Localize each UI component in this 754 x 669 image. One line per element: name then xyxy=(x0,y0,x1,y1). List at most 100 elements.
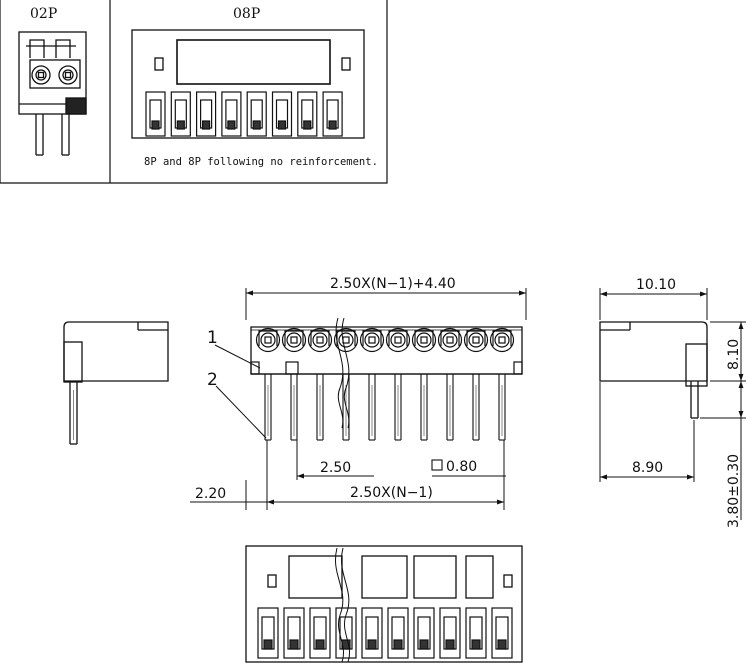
terminal-latch xyxy=(388,330,408,346)
terminal-opening-inner xyxy=(286,332,302,348)
slot-08p xyxy=(322,91,343,137)
terminal-latch xyxy=(492,330,512,346)
bottom-slot-contact xyxy=(471,639,481,650)
dim-total-width-label: 2.50X(N−1)+4.40 xyxy=(330,276,456,292)
dim-pin-square-label: 0.80 xyxy=(446,459,477,475)
connector-08p-view xyxy=(131,29,365,139)
bottom-slot xyxy=(439,607,461,659)
slot-08p xyxy=(297,91,318,137)
terminal-opening-inner xyxy=(312,332,328,348)
slot-08p-contact xyxy=(151,120,160,130)
bottom-slot xyxy=(491,607,513,659)
slot-08p xyxy=(170,91,191,137)
variant-panel xyxy=(0,0,388,184)
slot-08p xyxy=(221,91,242,137)
slot-08p-contact xyxy=(202,120,211,130)
slot-08p-contact xyxy=(252,120,261,130)
terminal-screw xyxy=(290,336,298,344)
terminal-screw xyxy=(368,336,376,344)
bottom-view xyxy=(245,545,523,663)
dim-edge-offset-label: 2.20 xyxy=(195,486,226,502)
slot-08p xyxy=(196,91,217,137)
terminal-screw xyxy=(316,336,324,344)
callout-1: 1 xyxy=(207,328,218,348)
terminal-screw xyxy=(264,336,272,344)
bottom-break-line xyxy=(335,547,350,663)
terminal-latch xyxy=(414,330,434,346)
bottom-slot-contact xyxy=(393,639,403,650)
dim-pin-length-label: 3.80±0.30 xyxy=(726,454,742,528)
terminal-opening xyxy=(385,327,411,353)
terminal-opening-inner xyxy=(260,332,276,348)
bottom-slot xyxy=(465,607,487,659)
bottom-slot-contact xyxy=(497,639,507,650)
terminal-screw xyxy=(394,336,402,344)
bottom-slot xyxy=(309,607,331,659)
bottom-view-slots xyxy=(257,607,513,659)
terminal-opening xyxy=(255,327,281,353)
terminal-opening xyxy=(307,327,333,353)
bottom-slot xyxy=(283,607,305,659)
terminal-opening xyxy=(333,327,359,353)
terminal-opening-inner xyxy=(442,332,458,348)
terminal-latch xyxy=(466,330,486,346)
terminal-opening-inner xyxy=(338,332,354,348)
front-break-line xyxy=(335,317,350,429)
terminal-latch xyxy=(440,330,460,346)
dim-total-width xyxy=(245,288,527,320)
left-side-view xyxy=(63,321,169,445)
dim-span xyxy=(190,440,505,510)
bottom-slot xyxy=(335,607,357,659)
square-symbol xyxy=(431,459,443,471)
terminal-opening-inner xyxy=(390,332,406,348)
connector-08p-slots xyxy=(145,91,343,137)
bottom-slot xyxy=(413,607,435,659)
callout-2: 2 xyxy=(207,370,218,390)
terminal-screw xyxy=(472,336,480,344)
bottom-slot xyxy=(257,607,279,659)
terminal-opening xyxy=(359,327,385,353)
right-side-view xyxy=(599,321,708,419)
terminal-screw xyxy=(420,336,428,344)
terminal-latch xyxy=(310,330,330,346)
bottom-slot-contact xyxy=(367,639,377,650)
connector-02p-view xyxy=(18,31,87,156)
dim-foot-depth-label: 8.90 xyxy=(632,460,663,476)
dim-right-depth xyxy=(599,288,708,320)
bottom-slot-contact xyxy=(315,639,325,650)
dim-right-pin-length xyxy=(700,381,746,520)
slot-08p-contact xyxy=(227,120,236,130)
terminal-opening xyxy=(281,327,307,353)
body-notch xyxy=(285,361,299,375)
slot-08p xyxy=(246,91,267,137)
terminal-opening-inner xyxy=(468,332,484,348)
slot-08p-contact xyxy=(176,120,185,130)
body-foot xyxy=(513,361,523,375)
callout-1-leader xyxy=(214,344,261,369)
dim-height-label: 8.10 xyxy=(726,339,742,370)
terminal-opening-inner xyxy=(416,332,432,348)
front-view-terminals xyxy=(250,327,523,375)
terminal-opening-inner xyxy=(364,332,380,348)
dim-right-foot xyxy=(599,382,695,482)
reinforcement-note: 8P and 8P following no reinforcement. xyxy=(144,156,378,168)
slot-08p xyxy=(145,91,166,137)
bottom-slot xyxy=(361,607,383,659)
terminal-screw xyxy=(498,336,506,344)
bottom-slot-contact xyxy=(289,639,299,650)
terminal-opening-inner xyxy=(494,332,510,348)
bottom-slot xyxy=(387,607,409,659)
dim-depth-label: 10.10 xyxy=(636,277,676,293)
terminal-opening xyxy=(437,327,463,353)
variant-02p-label: 02P xyxy=(30,6,57,22)
terminal-latch xyxy=(258,330,278,346)
terminal-opening xyxy=(411,327,437,353)
slot-08p-contact xyxy=(303,120,312,130)
variant-08p-label: 08P xyxy=(233,6,260,22)
dim-span-label: 2.50X(N−1) xyxy=(350,485,433,501)
terminal-opening xyxy=(489,327,515,353)
terminal-screw xyxy=(446,336,454,344)
callout-2-leader xyxy=(215,385,267,439)
bottom-slot-contact xyxy=(263,639,273,650)
